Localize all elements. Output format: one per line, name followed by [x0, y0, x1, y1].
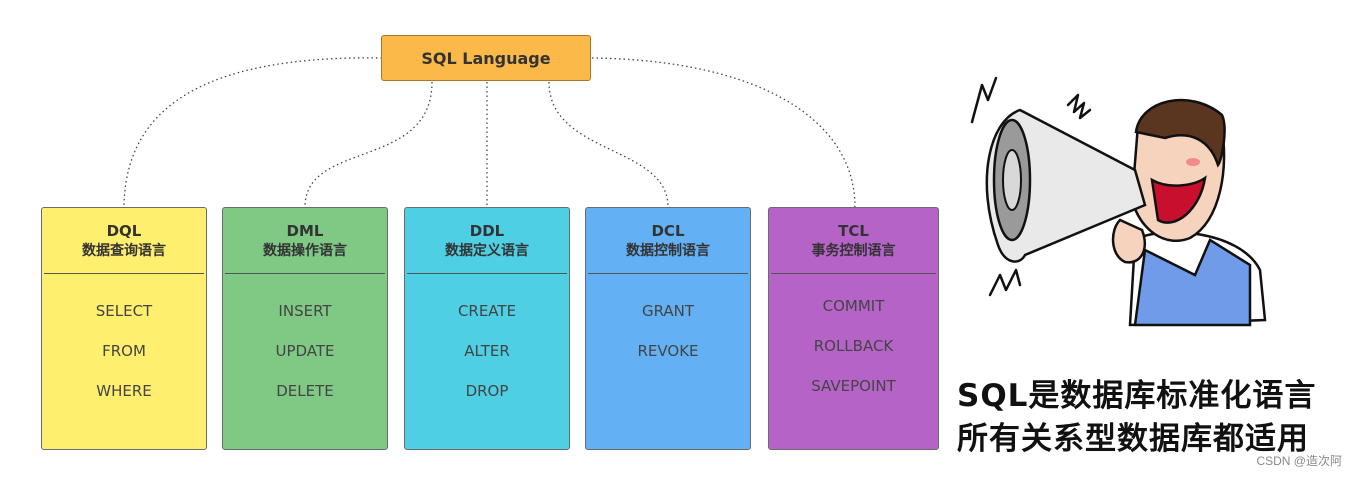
keyword-item: COMMIT: [822, 297, 885, 315]
vest: [1133, 238, 1252, 327]
slogan-line-1: SQL是数据库标准化语言: [957, 378, 1317, 414]
keyword-item: ROLLBACK: [813, 337, 894, 355]
keyword-item: INSERT: [278, 302, 332, 320]
connector-dcl: [548, 81, 669, 208]
card-header: DQL 数据查询语言: [44, 208, 204, 274]
category-name: 事务控制语言: [811, 242, 896, 259]
connector-dql: [123, 57, 383, 208]
hair: [1134, 98, 1226, 168]
card-header: TCL 事务控制语言: [771, 208, 936, 274]
shout-mark-icon: [988, 268, 1022, 297]
cheek: [1186, 158, 1200, 166]
category-card-ddl: DDL 数据定义语言 CREATE ALTER DROP: [404, 207, 570, 450]
keyword-item: ALTER: [464, 342, 510, 360]
keyword-item: GRANT: [641, 302, 695, 320]
category-abbr: DQL: [106, 221, 142, 240]
keyword-list: SELECT FROM WHERE: [42, 274, 206, 420]
shout-mark-icon: [970, 76, 998, 124]
csdn-watermark: CSDN @造次阿: [1256, 454, 1342, 468]
card-header: DCL 数据控制语言: [588, 208, 748, 274]
category-abbr: DML: [286, 221, 324, 240]
keyword-item: WHERE: [96, 382, 152, 400]
keyword-item: REVOKE: [637, 342, 699, 360]
keyword-list: INSERT UPDATE DELETE: [223, 274, 387, 420]
category-name: 数据查询语言: [82, 242, 166, 259]
fist: [1111, 218, 1147, 264]
keyword-item: CREATE: [457, 302, 517, 320]
category-abbr: TCL: [838, 221, 869, 240]
keyword-item: UPDATE: [275, 342, 335, 360]
keyword-item: DELETE: [276, 382, 334, 400]
category-name: 数据操作语言: [263, 242, 347, 259]
keyword-list: CREATE ALTER DROP: [405, 274, 569, 420]
card-header: DDL 数据定义语言: [407, 208, 567, 274]
category-card-dql: DQL 数据查询语言 SELECT FROM WHERE: [41, 207, 207, 450]
keyword-item: DROP: [465, 382, 509, 400]
slogan-line-2: 所有关系型数据库都适用: [957, 421, 1309, 457]
category-card-dcl: DCL 数据控制语言 GRANT REVOKE: [585, 207, 751, 450]
mouth: [1150, 175, 1207, 224]
shout-mark-icon: [1066, 93, 1092, 120]
category-abbr: DCL: [651, 221, 685, 240]
category-card-tcl: TCL 事务控制语言 COMMIT ROLLBACK SAVEPOINT: [768, 207, 939, 450]
connector-dml: [304, 81, 433, 208]
category-name: 数据定义语言: [445, 242, 529, 259]
keyword-list: GRANT REVOKE: [586, 274, 750, 380]
keyword-item: SAVEPOINT: [811, 377, 896, 395]
card-header: DML 数据操作语言: [225, 208, 385, 274]
category-card-dml: DML 数据操作语言 INSERT UPDATE DELETE: [222, 207, 388, 450]
keyword-list: COMMIT ROLLBACK SAVEPOINT: [769, 274, 938, 415]
category-name: 数据控制语言: [626, 242, 710, 259]
category-abbr: DDL: [469, 221, 505, 240]
keyword-item: SELECT: [95, 302, 153, 320]
connector-tcl: [591, 57, 856, 208]
keyword-item: FROM: [102, 342, 146, 360]
root-node: SQL Language: [381, 35, 591, 81]
root-label: SQL Language: [421, 48, 551, 68]
megaphone-man-illustration: [970, 76, 1267, 327]
